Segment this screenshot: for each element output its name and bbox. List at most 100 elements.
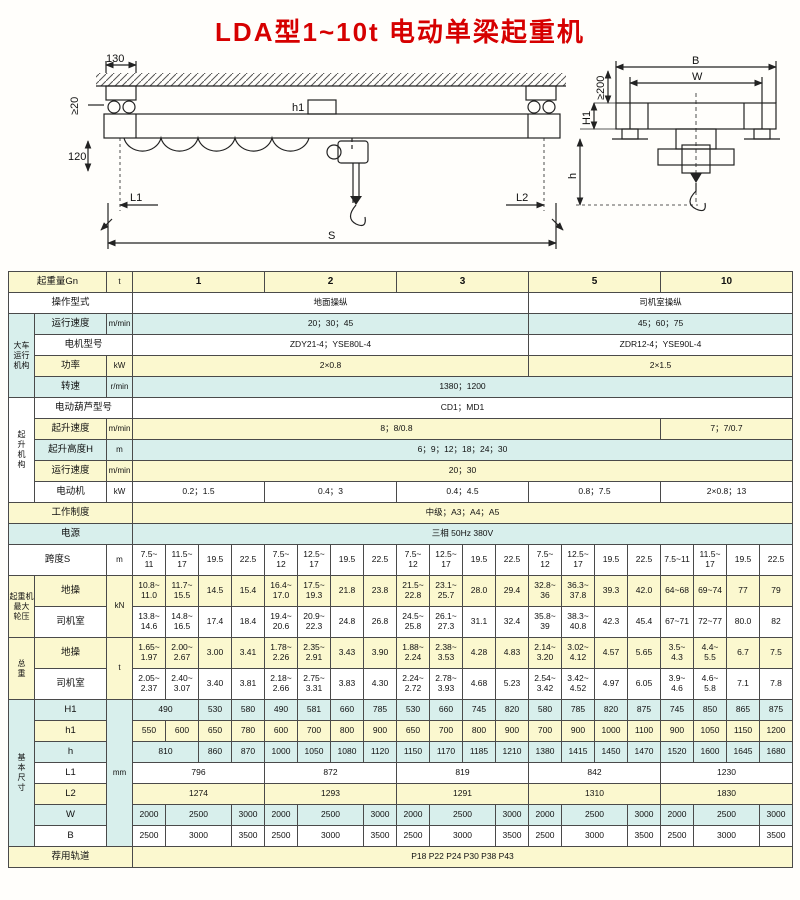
spec-cell: 2×0.8；13 [660, 481, 793, 503]
spec-cell: 2×1.5 [528, 355, 793, 377]
spec-cell: 16.4~ 17.0 [264, 575, 298, 607]
spec-cell: 875 [759, 699, 793, 721]
spec-cell: 29.4 [495, 575, 529, 607]
row-group-label: 起重机 最大 轮压 [8, 575, 35, 638]
row-label: 运行速度 [34, 460, 107, 482]
spec-cell: 650 [396, 720, 430, 742]
spec-cell: 14.5 [198, 575, 232, 607]
spec-cell: 3000 [297, 825, 364, 847]
spec-cell: 19.5 [462, 544, 496, 576]
unit-label: m/min [106, 313, 133, 335]
spec-cell: 785 [561, 699, 595, 721]
capacity-header: 10 [660, 271, 793, 293]
spec-cell: 35.8~ 39 [528, 606, 562, 638]
spec-cell: 24.8 [330, 606, 364, 638]
spec-cell: ZDY21-4；YSE80L-4 [132, 334, 529, 356]
spec-cell: 6.05 [627, 668, 661, 700]
unit-label: r/min [106, 376, 133, 398]
spec-cell: ZDR12-4；YSE90L-4 [528, 334, 793, 356]
spec-cell: 12.5~ 17 [429, 544, 463, 576]
row-label: 电源 [8, 523, 133, 545]
spec-cell: 4.6~ 5.8 [693, 668, 727, 700]
spec-cell: 4.57 [594, 637, 628, 669]
row-label: L2 [34, 783, 107, 805]
spec-cell: 11.5~ 17 [693, 544, 727, 576]
spec-cell: 21.8 [330, 575, 364, 607]
spec-cell: 2.05~ 2.37 [132, 668, 166, 700]
spec-cell: 1293 [264, 783, 397, 805]
spec-cell: 490 [264, 699, 298, 721]
row-label: B [34, 825, 107, 847]
spec-cell: 1415 [561, 741, 595, 763]
spec-cell: 800 [330, 720, 364, 742]
spec-cell: 530 [396, 699, 430, 721]
spec-cell: 2.54~ 3.42 [528, 668, 562, 700]
spec-cell: 1.78~ 2.26 [264, 637, 298, 669]
spec-cell: 8；8/0.8 [132, 418, 661, 440]
row-label: 转速 [34, 376, 107, 398]
spec-cell: 7.1 [726, 668, 760, 700]
spec-cell: 3000 [759, 804, 793, 826]
crane-front-view [84, 61, 566, 249]
spec-cell: 2.78~ 3.93 [429, 668, 463, 700]
spec-cell: 42.3 [594, 606, 628, 638]
spec-cell: 39.3 [594, 575, 628, 607]
spec-cell: 67~71 [660, 606, 694, 638]
spec-cell: 22.5 [363, 544, 397, 576]
spec-cell: 4.68 [462, 668, 496, 700]
spec-cell: 28.0 [462, 575, 496, 607]
spec-cell: 3500 [627, 825, 661, 847]
spec-cell: 7.5~ 11 [132, 544, 166, 576]
spec-cell: 3.42~ 4.52 [561, 668, 595, 700]
spec-cell: 1210 [495, 741, 529, 763]
spec-cell: 700 [528, 720, 562, 742]
spec-cell: 2.38~ 3.53 [429, 637, 463, 669]
spec-cell: 3.00 [198, 637, 232, 669]
spec-cell: 3000 [495, 804, 529, 826]
spec-cell: 2.24~ 2.72 [396, 668, 430, 700]
page-title: LDA型1~10t 电动单梁起重机 [215, 17, 585, 47]
spec-cell: 38.3~ 40.8 [561, 606, 595, 638]
spec-cell: 42.0 [627, 575, 661, 607]
spec-cell: 785 [363, 699, 397, 721]
spec-cell: 1150 [396, 741, 430, 763]
spec-cell: 2500 [528, 825, 562, 847]
spec-cell: 45.4 [627, 606, 661, 638]
spec-cell: 2500 [561, 804, 628, 826]
spec-cell: 6.7 [726, 637, 760, 669]
dim-B-label: B [692, 55, 699, 67]
spec-cell: 15.4 [231, 575, 265, 607]
spec-cell: 20；30 [132, 460, 793, 482]
spec-cell: 26.1~ 27.3 [429, 606, 463, 638]
spec-cell: 2500 [693, 804, 760, 826]
spec-cell: 1291 [396, 783, 529, 805]
spec-cell: 4.28 [462, 637, 496, 669]
spec-cell: 7.5~ 12 [264, 544, 298, 576]
spec-cell: 31.1 [462, 606, 496, 638]
row-label: 起重量Gn [8, 271, 107, 293]
spec-cell: 600 [165, 720, 199, 742]
spec-cell: 900 [660, 720, 694, 742]
spec-cell: 842 [528, 762, 661, 784]
spec-cell: 1274 [132, 783, 265, 805]
spec-cell: 32.8~ 36 [528, 575, 562, 607]
spec-cell: 3000 [363, 804, 397, 826]
spec-cell: 82 [759, 606, 793, 638]
spec-cell: 875 [627, 699, 661, 721]
spec-cell: 17.4 [198, 606, 232, 638]
spec-cell: 1170 [429, 741, 463, 763]
spec-cell: 1310 [528, 783, 661, 805]
spec-cell: 18.4 [231, 606, 265, 638]
spec-cell: 3500 [759, 825, 793, 847]
spec-cell: 19.5 [330, 544, 364, 576]
unit-label: mm [106, 699, 133, 847]
spec-cell: 3.83 [330, 668, 364, 700]
spec-cell: 1050 [297, 741, 331, 763]
row-label: H1 [34, 699, 107, 721]
spec-cell: 2500 [396, 825, 430, 847]
spec-cell: 1050 [693, 720, 727, 742]
spec-cell: 660 [429, 699, 463, 721]
unit-label: m/min [106, 418, 133, 440]
dim-h1-label: h1 [292, 102, 304, 114]
spec-cell: 3.9~ 4.6 [660, 668, 694, 700]
